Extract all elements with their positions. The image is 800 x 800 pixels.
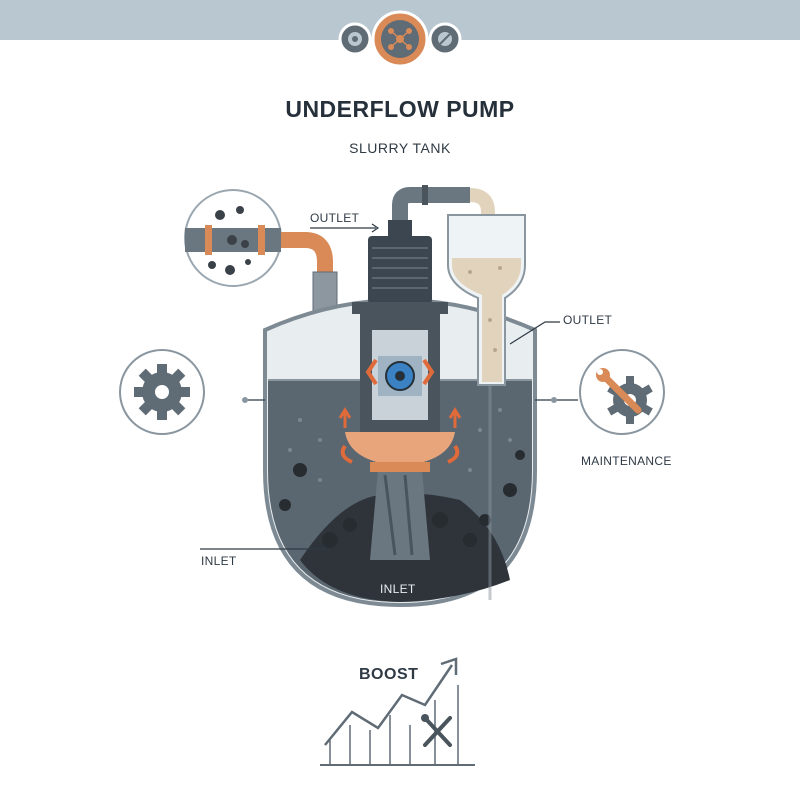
separator-vessel [447,214,526,600]
label-inlet-bottom: INLET [380,582,416,596]
label-outlet-right: OUTLET [563,313,613,327]
label-inlet-left: INLET [201,554,237,568]
impeller-gear-icon [119,349,205,435]
gear-link-icon [428,22,462,56]
page-subtitle: SLURRY TANK [349,140,451,156]
pump-unit [338,220,462,472]
label-boost: BOOST [359,666,419,683]
label-outlet-top: OUTLET [310,211,360,225]
gear-network-icon [371,10,429,68]
label-maintenance: MAINTENANCE [581,454,672,468]
growth-chart-tools-icon [320,657,475,766]
gear-settings-icon [338,22,372,56]
pipe-solids-icon [184,189,282,287]
wrench-gear-icon [579,349,665,435]
page-title: UNDERFLOW PUMP [285,96,515,122]
